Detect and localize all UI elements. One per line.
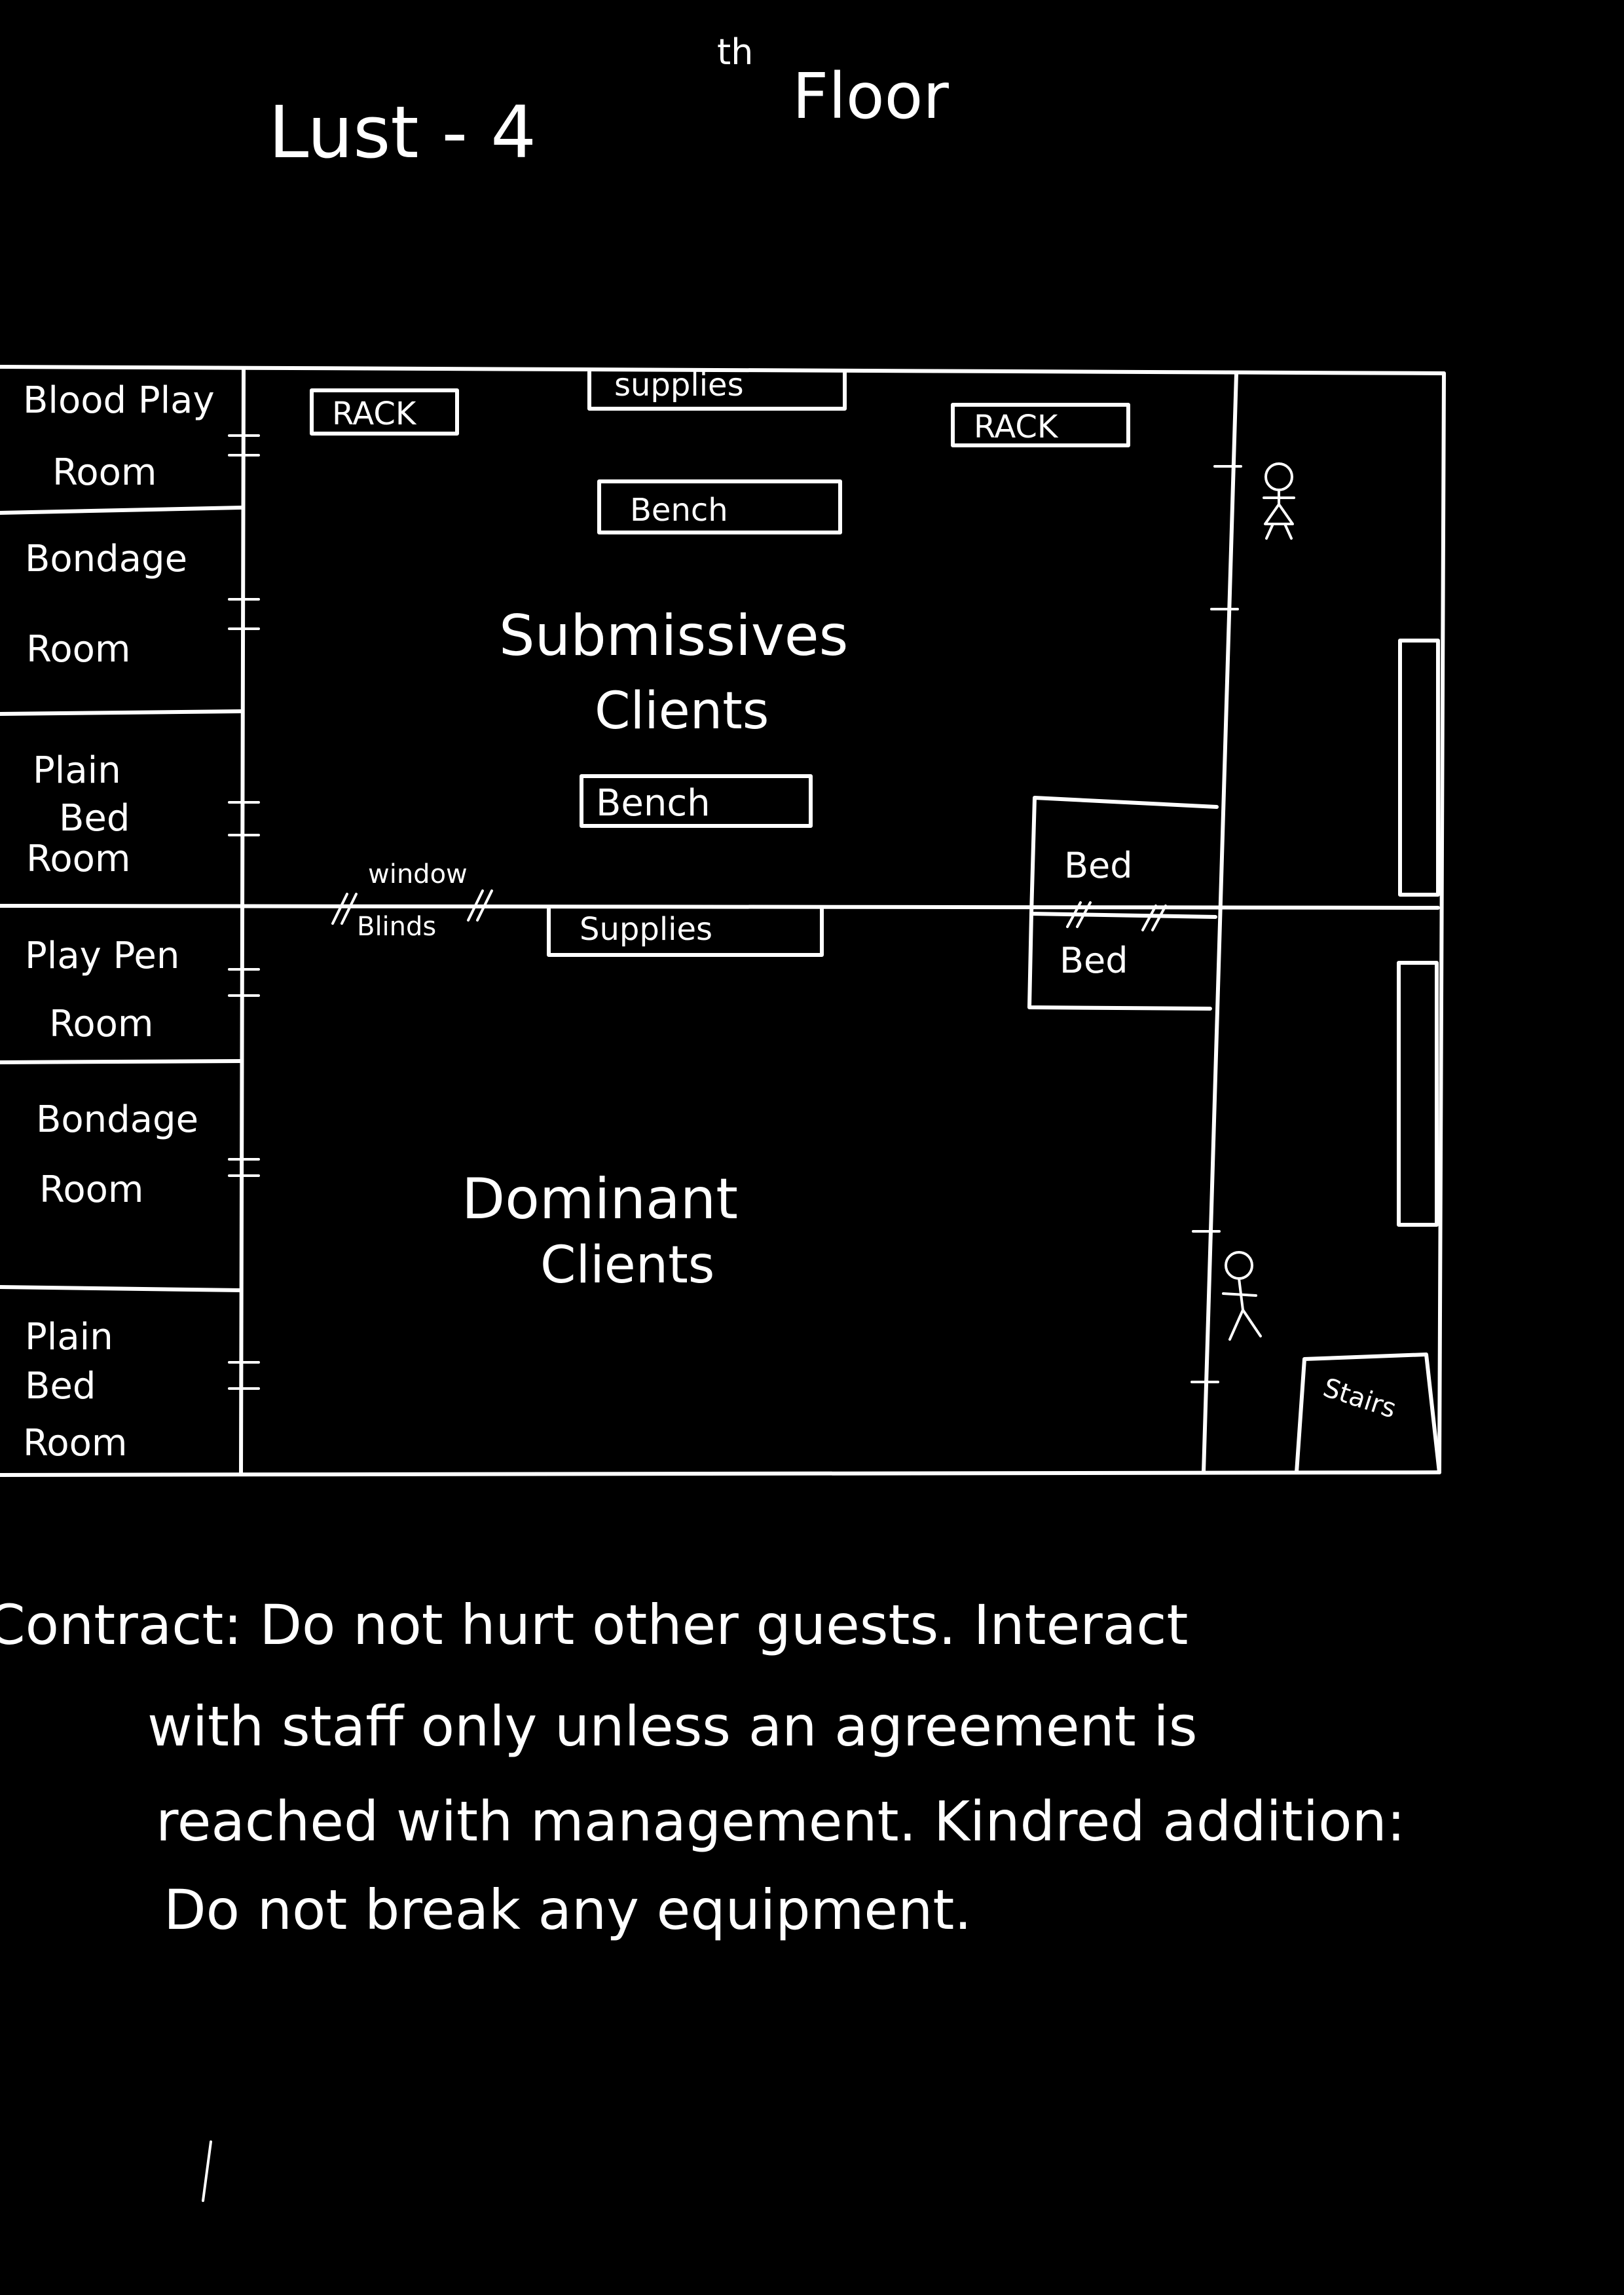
svg-text:RACK: RACK — [974, 409, 1059, 445]
left-rooms-column — [0, 368, 1440, 1476]
bed-top-label: Bed — [1064, 845, 1133, 886]
room-label-play-pen: Play Pen Room — [25, 935, 179, 1045]
rack-left: RACK — [310, 388, 459, 436]
svg-text:Supplies: Supplies — [580, 911, 712, 948]
svg-text:Play Pen: Play Pen — [25, 935, 179, 977]
svg-text:supplies: supplies — [614, 367, 744, 403]
contract-line-3: reached with management. Kindred additio… — [156, 1789, 1405, 1854]
svg-text:Room: Room — [52, 451, 157, 494]
title-floor: Floor — [792, 60, 949, 133]
svg-text:Plain: Plain — [25, 1316, 113, 1358]
svg-text:Room: Room — [26, 628, 130, 671]
window-blinds: window Blinds — [331, 859, 493, 942]
pen-mark — [202, 2140, 212, 2202]
svg-text:Bed: Bed — [59, 797, 130, 840]
page-title: Lust - 4 th Floor — [268, 31, 949, 174]
bed-bottom-label: Bed — [1060, 940, 1128, 981]
room-label-blood-play: Blood Play Room — [23, 379, 215, 494]
svg-text:Dominant: Dominant — [462, 1166, 738, 1232]
zone-dominant-clients: Dominant Clients — [462, 1166, 738, 1295]
contract-text: Contract: Do not hurt other guests. Inte… — [0, 1593, 1405, 1942]
svg-text:Submissives: Submissives — [499, 603, 848, 669]
title-superscript: th — [717, 31, 753, 73]
female-figure-icon — [1263, 462, 1295, 540]
svg-text:Room: Room — [23, 1422, 127, 1465]
contract-line-2: with staff only unless an agreement is — [147, 1694, 1198, 1759]
svg-text:Room: Room — [39, 1168, 143, 1211]
rack-right: RACK — [951, 403, 1130, 447]
svg-text:Bondage: Bondage — [25, 538, 187, 580]
supplies-top: supplies — [587, 367, 847, 411]
supplies-middle: Supplies — [547, 907, 824, 957]
contract-line-1: Contract: Do not hurt other guests. Inte… — [0, 1593, 1188, 1657]
right-corridor — [1190, 371, 1440, 1474]
room-label-plain-bed-2: Plain Bed Room — [23, 1316, 127, 1465]
svg-text:Bed: Bed — [25, 1365, 96, 1408]
bed-pair: Bed Bed — [1027, 796, 1219, 1011]
svg-text:Bench: Bench — [630, 492, 728, 529]
svg-text:Bondage: Bondage — [36, 1098, 198, 1141]
svg-text:Clients: Clients — [595, 682, 769, 741]
room-label-plain-bed-1: Plain Bed Room — [26, 749, 130, 880]
svg-text:Plain: Plain — [33, 749, 121, 792]
svg-text:Room: Room — [49, 1003, 153, 1045]
svg-text:Bench: Bench — [596, 782, 710, 825]
svg-text:Room: Room — [26, 838, 130, 880]
bench-top: Bench — [597, 479, 842, 534]
zone-submissives-clients: Submissives Clients — [499, 603, 848, 741]
svg-text:Clients: Clients — [540, 1236, 714, 1295]
title-main: Lust - 4 — [268, 90, 536, 174]
svg-text:Blinds: Blinds — [357, 912, 436, 942]
svg-text:Blood Play: Blood Play — [23, 379, 215, 422]
contract-line-4: Do not break any equipment. — [164, 1878, 972, 1942]
room-label-bondage-1: Bondage Room — [25, 538, 187, 671]
svg-text:RACK: RACK — [332, 396, 417, 432]
male-figure-icon — [1222, 1251, 1262, 1341]
room-label-bondage-2: Bondage Room — [36, 1098, 198, 1211]
bench-middle: Bench — [580, 774, 813, 828]
svg-text:window: window — [368, 859, 468, 889]
